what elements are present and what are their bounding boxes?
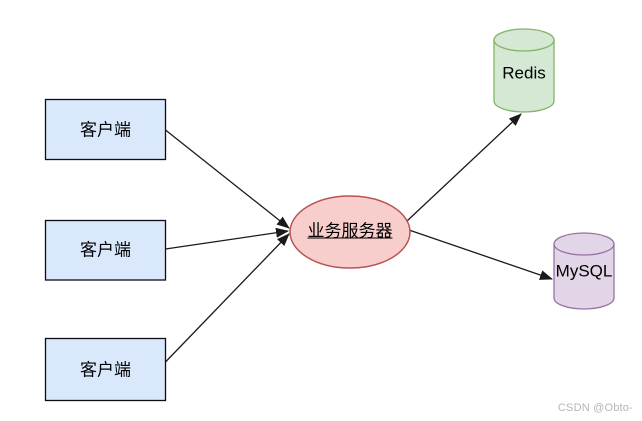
client1-node [44,98,167,161]
edge-client1-server [165,129,290,229]
client3-label: 客户端 [80,360,131,380]
client2-label: 客户端 [80,240,131,260]
mysql-cylinder-lid [553,243,615,256]
mysql-node [553,232,615,310]
edge-client3-server [165,233,290,363]
mysql-cylinder-body [553,232,615,310]
mysql-label: MySQL [555,261,613,281]
client2-node [44,219,167,281]
client3-node [44,337,167,402]
edge-client2-server [165,227,289,250]
redis-label: Redis [502,63,546,83]
server-node [289,195,411,269]
redis-node [493,28,555,113]
edge-server-redis [406,113,522,222]
server-label: 业务服务器 [307,221,393,241]
redis-cylinder-lid [493,39,555,52]
csdn-watermark: CSDN @Obto- [557,402,633,414]
edge-server-mysql [408,229,553,280]
client1-label: 客户端 [80,120,131,140]
